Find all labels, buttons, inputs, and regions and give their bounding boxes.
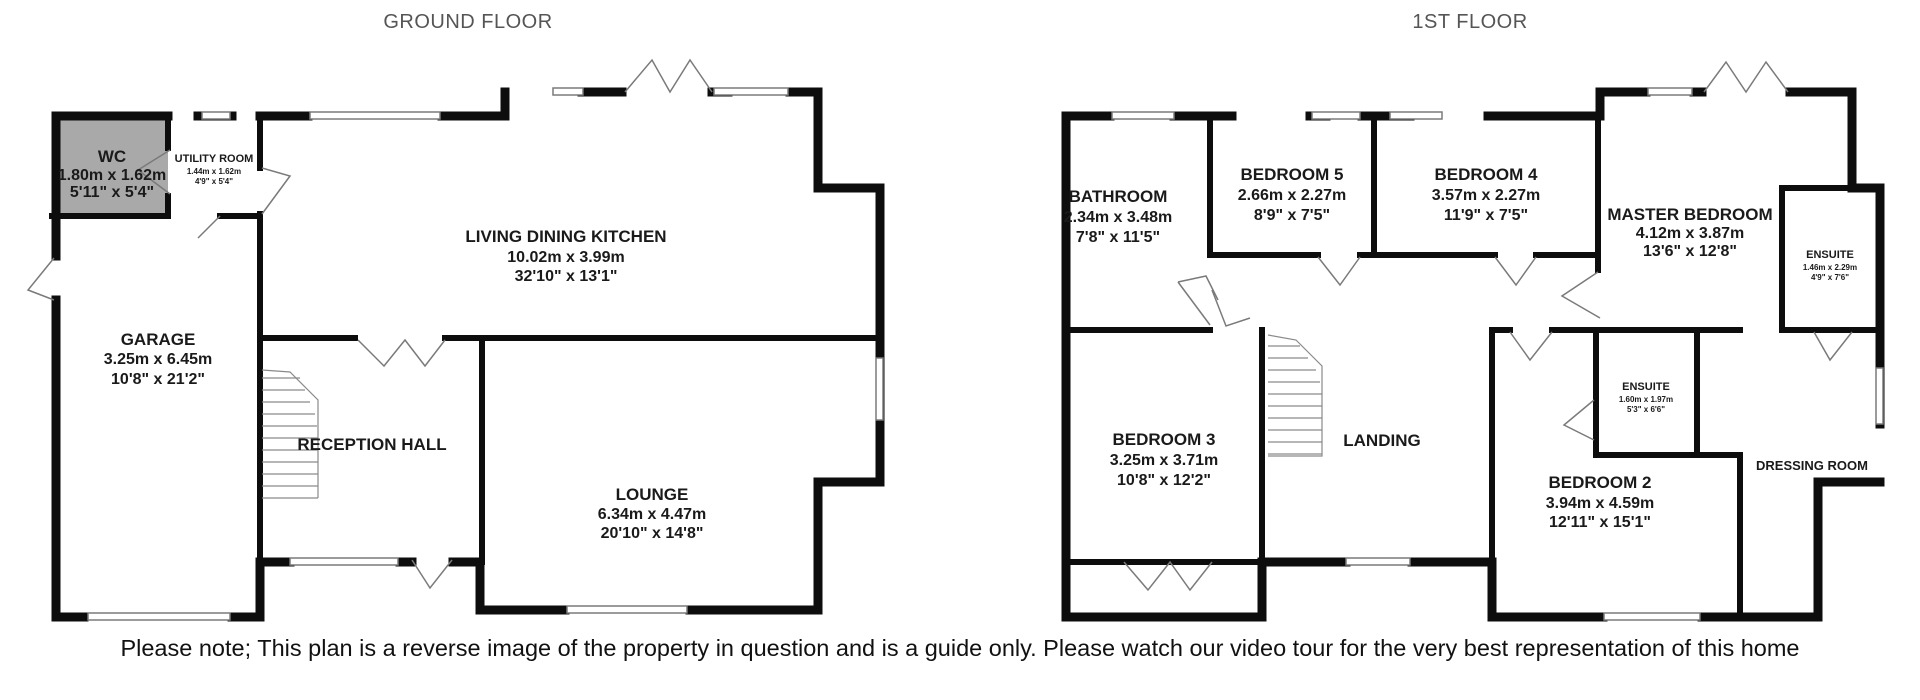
svg-text:BEDROOM 3: BEDROOM 3 [1113,430,1216,449]
ground-floor-doors [26,58,713,590]
ground-floor-stairs [261,369,319,499]
svg-text:LANDING: LANDING [1343,431,1420,450]
ground-floor-windows [87,87,884,621]
svg-text:3.25m x 3.71m: 3.25m x 3.71m [1110,452,1219,469]
room-label-bedroom-5: BEDROOM 5 2.66m x 2.27m 8'9" x 7'5" [1238,165,1347,224]
svg-text:WC: WC [98,147,126,166]
room-label-dressing-room: DRESSING ROOM [1756,458,1868,473]
ground-floor: GROUND FLOOR [26,11,885,622]
svg-text:LOUNGE: LOUNGE [616,485,689,504]
svg-text:3.94m x 4.59m: 3.94m x 4.59m [1546,495,1655,512]
svg-text:BEDROOM 2: BEDROOM 2 [1549,473,1652,492]
room-label-bedroom-4: BEDROOM 4 3.57m x 2.27m 11'9" x 7'5" [1432,165,1541,224]
svg-text:LIVING DINING KITCHEN: LIVING DINING KITCHEN [465,227,666,246]
room-label-ensuite-bedroom-2: ENSUITE 1.60m x 1.97m 5'3" x 6'6" [1619,381,1673,414]
svg-text:11'9" x 7'5": 11'9" x 7'5" [1444,207,1528,224]
disclaimer-note: Please note; This plan is a reverse imag… [120,635,1800,661]
svg-text:1.80m x 1.62m: 1.80m x 1.62m [58,167,167,184]
room-label-utility-room: UTILITY ROOM 1.44m x 1.62m 4'9" x 5'4" [175,153,254,186]
room-label-reception-hall: RECEPTION HALL [297,435,446,454]
svg-text:4.12m x 3.87m: 4.12m x 3.87m [1636,225,1745,242]
svg-text:ENSUITE: ENSUITE [1622,381,1670,393]
svg-text:MASTER BEDROOM: MASTER BEDROOM [1607,205,1772,224]
svg-text:10.02m x 3.99m: 10.02m x 3.99m [507,249,624,266]
svg-text:RECEPTION HALL: RECEPTION HALL [297,435,446,454]
svg-text:2.34m x 3.48m: 2.34m x 3.48m [1064,209,1173,226]
svg-text:3.25m x 6.45m: 3.25m x 6.45m [104,351,213,368]
svg-text:DRESSING ROOM: DRESSING ROOM [1756,458,1868,473]
svg-text:1.46m x 2.29m: 1.46m x 2.29m [1803,263,1857,272]
room-label-landing: LANDING [1343,431,1420,450]
svg-text:13'6" x 12'8": 13'6" x 12'8" [1643,243,1737,260]
wc-fill [56,116,168,214]
svg-text:BATHROOM: BATHROOM [1069,187,1168,206]
room-label-bathroom: BATHROOM 2.34m x 3.48m 7'8" x 11'5" [1064,187,1173,246]
first-floor-windows [1111,87,1884,621]
svg-text:1.44m x 1.62m: 1.44m x 1.62m [187,167,241,176]
first-floor: 1ST FLOOR [1061,11,1885,622]
svg-text:ENSUITE: ENSUITE [1806,249,1854,261]
svg-text:4'9" x 7'6": 4'9" x 7'6" [1811,273,1849,282]
room-label-bedroom-2: BEDROOM 2 3.94m x 4.59m 12'11" x 15'1" [1546,473,1655,531]
svg-text:8'9" x 7'5": 8'9" x 7'5" [1254,207,1330,224]
room-label-bedroom-3: BEDROOM 3 3.25m x 3.71m 10'8" x 12'2" [1110,430,1219,489]
room-label-ensuite-master: ENSUITE 1.46m x 2.29m 4'9" x 7'6" [1803,249,1857,282]
svg-text:1.60m x 1.97m: 1.60m x 1.97m [1619,395,1673,404]
first-floor-title: 1ST FLOOR [1412,11,1527,33]
svg-text:5'11" x 5'4": 5'11" x 5'4" [70,184,154,201]
svg-text:3.57m x 2.27m: 3.57m x 2.27m [1432,187,1541,204]
ground-floor-title: GROUND FLOOR [383,11,552,33]
svg-text:BEDROOM 4: BEDROOM 4 [1435,165,1539,184]
svg-text:BEDROOM 5: BEDROOM 5 [1241,165,1344,184]
svg-text:12'11" x 15'1": 12'11" x 15'1" [1549,514,1651,531]
svg-text:2.66m x 2.27m: 2.66m x 2.27m [1238,187,1347,204]
room-label-garage: GARAGE 3.25m x 6.45m 10'8" x 21'2" [104,330,213,388]
svg-text:GARAGE: GARAGE [121,330,196,349]
svg-text:20'10" x 14'8": 20'10" x 14'8" [601,525,704,542]
room-label-living-dining-kitchen: LIVING DINING KITCHEN 10.02m x 3.99m 32'… [465,227,666,285]
room-label-lounge: LOUNGE 6.34m x 4.47m 20'10" x 14'8" [598,485,707,542]
room-label-wc: WC 1.80m x 1.62m 5'11" x 5'4" [58,147,167,201]
svg-text:10'8" x 12'2": 10'8" x 12'2" [1117,472,1211,489]
first-floor-walls [1061,87,1885,622]
svg-text:6.34m x 4.47m: 6.34m x 4.47m [598,506,707,523]
first-floor-doors [1123,60,1853,592]
svg-text:4'9" x 5'4": 4'9" x 5'4" [195,177,233,186]
room-label-master-bedroom: MASTER BEDROOM 4.12m x 3.87m 13'6" x 12'… [1607,205,1772,260]
svg-text:7'8" x 11'5": 7'8" x 11'5" [1076,229,1160,246]
svg-text:5'3" x 6'6": 5'3" x 6'6" [1627,405,1665,414]
first-floor-stairs [1267,334,1323,457]
svg-text:UTILITY ROOM: UTILITY ROOM [175,153,254,165]
svg-text:10'8" x 21'2": 10'8" x 21'2" [111,371,205,388]
svg-text:32'10" x 13'1": 32'10" x 13'1" [515,268,618,285]
